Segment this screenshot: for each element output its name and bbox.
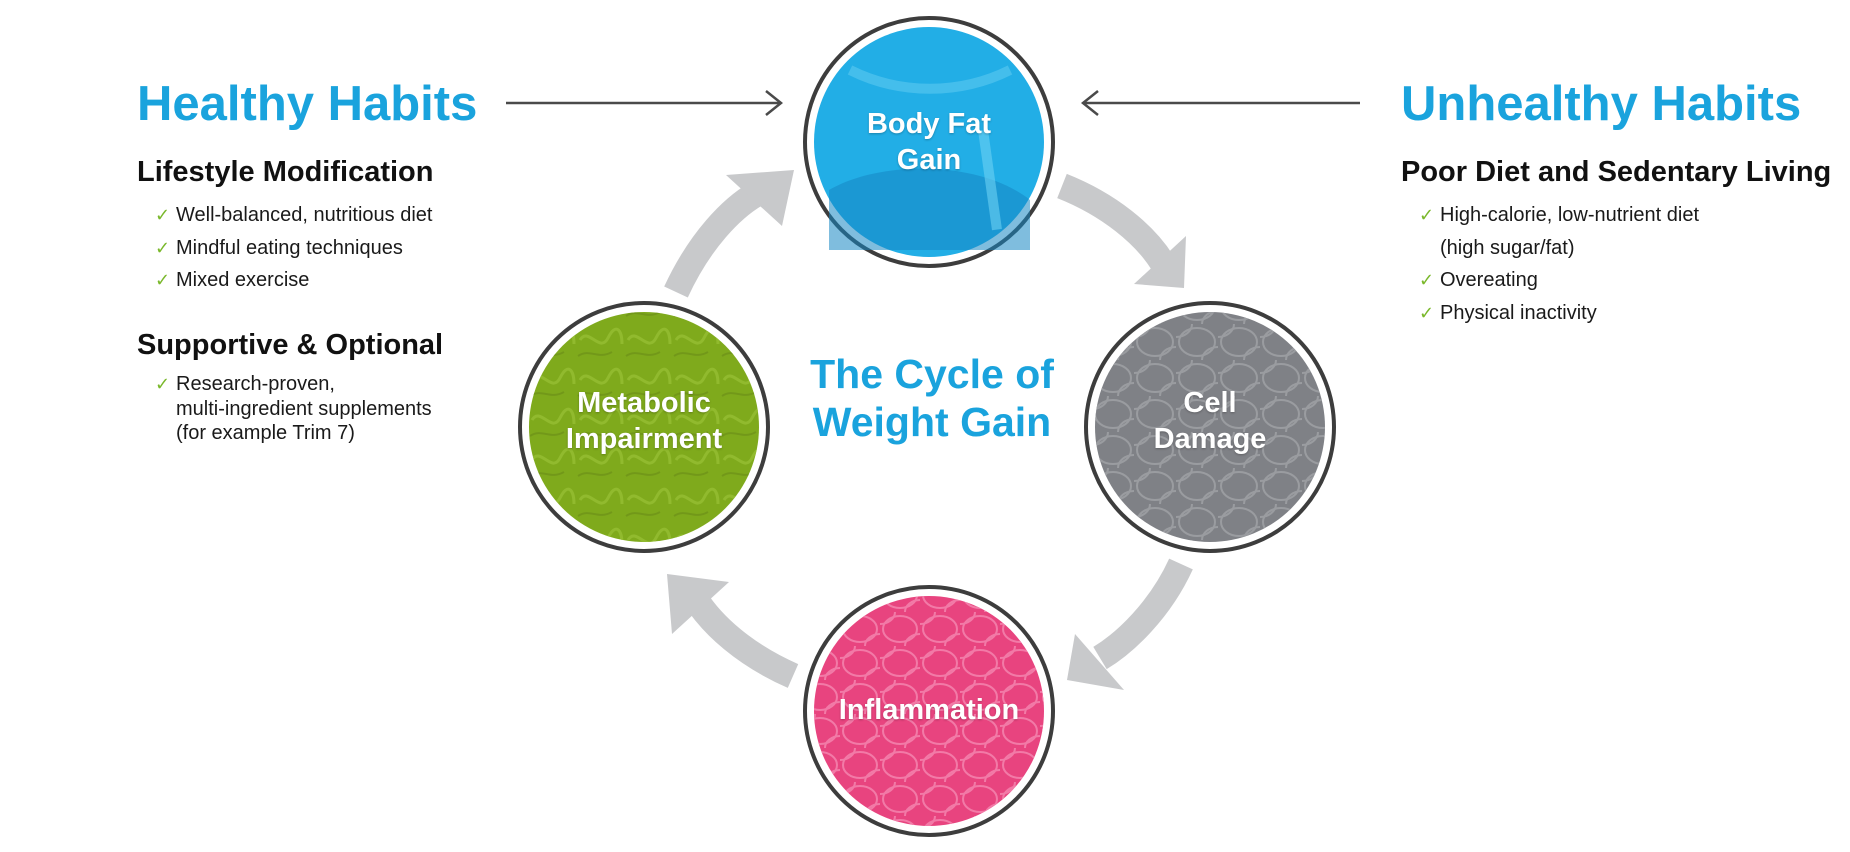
cycle-title-line: Weight Gain bbox=[812, 399, 1052, 445]
lifestyle-list: ✓Well-balanced, nutritious diet ✓Mindful… bbox=[155, 199, 433, 297]
lifestyle-modification-heading: Lifestyle Modification bbox=[137, 156, 434, 188]
node-label-line: Impairment bbox=[565, 423, 723, 455]
node-label-line: Gain bbox=[896, 144, 962, 176]
cycle-title: The Cycle of Weight Gain bbox=[810, 350, 1054, 446]
supportive-optional-section: Supportive & Optional ✓ Research-proven,… bbox=[137, 331, 443, 446]
list-item-text: Mixed exercise bbox=[176, 269, 310, 291]
list-item: ✓Physical inactivity bbox=[1419, 297, 1831, 330]
list-item: ✓Overeating bbox=[1419, 264, 1831, 297]
node-inflammation bbox=[803, 585, 1055, 837]
list-item: ✓Mixed exercise bbox=[155, 264, 433, 297]
node-metabolic-impairment-label: Metabolic Impairment bbox=[566, 385, 722, 457]
poor-diet-heading: Poor Diet and Sedentary Living bbox=[1401, 156, 1832, 188]
check-icon: ✓ bbox=[1419, 270, 1435, 290]
unhealthy-habits-arrow bbox=[1080, 90, 1360, 116]
node-label-line: Body Fat bbox=[866, 108, 992, 140]
list-item-text: Physical inactivity bbox=[1440, 301, 1597, 324]
cycle-title-line: The Cycle of bbox=[810, 351, 1054, 397]
cycle-arrow-bottom-right bbox=[1067, 558, 1193, 690]
list-item-text: multi-ingredient supplements bbox=[176, 397, 432, 420]
healthy-habits-panel: Healthy Habits bbox=[137, 80, 477, 129]
node-cell-damage bbox=[1084, 301, 1336, 553]
node-metabolic-impairment bbox=[518, 301, 770, 553]
healthy-habits-title: Healthy Habits bbox=[137, 77, 478, 131]
node-label-line: Metabolic bbox=[577, 387, 711, 419]
check-icon: ✓ bbox=[155, 374, 171, 394]
list-item-text: Overeating bbox=[1440, 269, 1538, 291]
node-label-line: Inflammation bbox=[838, 694, 1020, 726]
node-label-line: Cell bbox=[1183, 387, 1237, 419]
list-item: ✓Mindful eating techniques bbox=[155, 232, 433, 265]
node-body-fat-gain bbox=[803, 16, 1055, 268]
list-item: ✓ Research-proven, multi-ingredient supp… bbox=[155, 372, 443, 446]
poor-diet-section: Poor Diet and Sedentary Living ✓ High-ca… bbox=[1401, 158, 1831, 329]
list-item-text: Research-proven, bbox=[176, 373, 335, 395]
check-icon: ✓ bbox=[155, 205, 171, 225]
check-icon: ✓ bbox=[1419, 302, 1435, 323]
healthy-habits-arrow bbox=[506, 90, 784, 116]
poor-diet-list: ✓ High-calorie, low-nutrient diet (high … bbox=[1419, 199, 1831, 329]
node-cell-damage-label: Cell Damage bbox=[1154, 385, 1267, 457]
list-item-text: Mindful eating techniques bbox=[176, 236, 403, 259]
check-icon: ✓ bbox=[1419, 205, 1435, 225]
list-item-text: (high sugar/fat) bbox=[1440, 236, 1575, 259]
list-item-text: (for example Trim 7) bbox=[176, 422, 355, 444]
check-icon: ✓ bbox=[155, 270, 171, 290]
node-inflammation-label: Inflammation bbox=[839, 692, 1019, 728]
supportive-optional-heading: Supportive & Optional bbox=[137, 329, 444, 361]
unhealthy-habits-title: Unhealthy Habits bbox=[1401, 77, 1802, 131]
check-icon: ✓ bbox=[155, 237, 171, 258]
cycle-arrow-top-right bbox=[1057, 173, 1186, 288]
node-body-fat-gain-label: Body Fat Gain bbox=[867, 106, 991, 178]
cycle-arrow-top-left bbox=[664, 170, 794, 298]
lifestyle-modification-section: Lifestyle Modification ✓Well-balanced, n… bbox=[137, 158, 433, 297]
unhealthy-habits-panel: Unhealthy Habits bbox=[1401, 80, 1801, 129]
list-item: ✓ High-calorie, low-nutrient diet (high … bbox=[1419, 199, 1831, 264]
cycle-arrow-bottom-left bbox=[667, 574, 799, 688]
list-item-text: Well-balanced, nutritious diet bbox=[176, 204, 433, 226]
list-item-text: High-calorie, low-nutrient diet bbox=[1440, 204, 1700, 226]
list-item: ✓Well-balanced, nutritious diet bbox=[155, 199, 433, 232]
node-label-line: Damage bbox=[1153, 423, 1267, 455]
supportive-list: ✓ Research-proven, multi-ingredient supp… bbox=[155, 372, 443, 446]
